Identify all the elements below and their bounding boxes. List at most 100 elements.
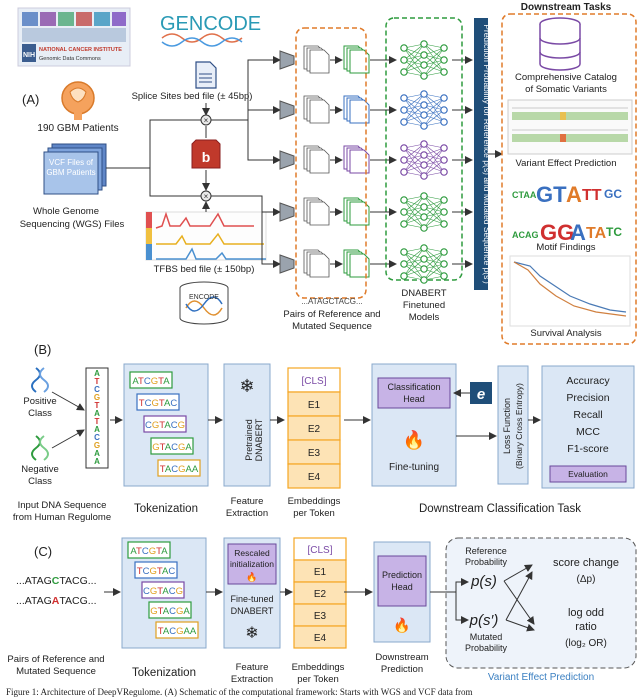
embedding-label: E4 [308, 472, 321, 483]
svg-text:e: e [477, 386, 485, 403]
network-node [400, 156, 408, 164]
metric-label: Precision [566, 392, 609, 404]
funnel-icon [279, 202, 295, 222]
catalog-label-1: Comprehensive Catalog [515, 72, 617, 83]
wgs-label-2: Sequencing (WGS) Files [20, 219, 125, 230]
log-odd-label-2: ratio [575, 621, 596, 633]
network-edge [423, 147, 445, 166]
network-node [400, 118, 408, 126]
sequence-letter: T [95, 417, 100, 426]
network-node [420, 101, 428, 109]
log-odd-label-1: log odd [568, 607, 604, 619]
pairs-c-label-1: Pairs of Reference and [7, 654, 104, 665]
mut-prob-label-1: Mutated [470, 632, 503, 642]
network-edge [423, 199, 445, 229]
embedding-label: E1 [314, 567, 327, 578]
network-edge [423, 199, 445, 218]
embedding-cell [287, 463, 341, 489]
network-edge [403, 143, 425, 173]
embedding-label: E4 [314, 633, 327, 644]
motif-logo-graphic: CTAA GT A TT GC ACAG GG A TA TC [512, 182, 622, 245]
seq-file-icon [309, 201, 330, 226]
input-label-2: from Human Regulome [13, 512, 111, 523]
network-node [440, 144, 448, 152]
dnabert-label-1: DNABERT [401, 288, 446, 299]
network-node [400, 94, 408, 102]
pairs-dashed-box [295, 27, 367, 299]
network-node [420, 72, 428, 80]
funnel-icon [279, 100, 295, 120]
catalog-label-2: of Somatic Variants [525, 84, 607, 95]
evaluation-label: Evaluation [568, 469, 608, 479]
network-edge [423, 251, 445, 281]
emb-label-1-b: Embeddings [288, 496, 341, 507]
embedding-label: [CLS] [307, 545, 332, 556]
connector [51, 391, 85, 411]
sequence-letter: A [94, 425, 100, 434]
network-node [440, 106, 448, 114]
metric-label: F1-score [567, 443, 609, 455]
connector [455, 592, 469, 624]
positive-label-2: Class [28, 408, 52, 419]
sequence-letter: C [94, 385, 100, 394]
connector [247, 106, 281, 120]
kmer-label: ATCGTA [130, 546, 168, 557]
network-edge [423, 258, 445, 277]
network-edge [403, 251, 425, 270]
embedding-label: [CLS] [301, 376, 326, 387]
connector [247, 120, 281, 164]
seq-file-icon [349, 253, 370, 278]
vcf-label: VCF Files of GBM Patients [46, 158, 96, 177]
network-node [420, 172, 428, 180]
log-odd-formula: (log₂ OR) [565, 638, 607, 649]
tokenization-label-b: Tokenization [134, 503, 198, 515]
embedding-label: E2 [308, 424, 321, 435]
network-edge [403, 43, 425, 61]
sequence-letter: G [94, 441, 100, 450]
finetuned-label-1: Fine-tuned [230, 594, 273, 604]
input-label-1: Input DNA Sequence [18, 500, 107, 511]
network-node [400, 106, 408, 114]
svg-text:×: × [204, 192, 209, 201]
network-edge [403, 195, 425, 225]
network-node [440, 168, 448, 176]
network-node [420, 51, 428, 59]
network-node [420, 140, 428, 148]
rescaled-label-1: Rescaled [234, 548, 270, 558]
network-node [420, 90, 428, 98]
kmer-box [143, 415, 187, 433]
down-label-2: Prediction [381, 664, 423, 675]
kmer-label: CGTACG [143, 586, 183, 597]
loss-function-box [497, 365, 529, 485]
network-node [400, 44, 408, 52]
finetuned-label-2: DNABERT [231, 606, 274, 616]
panel-c: (C) ...ATAGCTACG... ...ATAGATACG... Pair… [7, 537, 637, 685]
loss-label-2: (Binary Cross Entropy) [514, 383, 524, 469]
sequence-letter: A [94, 369, 100, 378]
network-node [440, 44, 448, 52]
pred-head-label-1: Prediction [382, 570, 422, 580]
pairs-label-2: Mutated Sequence [292, 321, 372, 332]
network-node [400, 220, 408, 228]
tfbs-label: TFBS bed file (± 150bp) [154, 264, 255, 275]
svg-text:b: b [202, 149, 211, 165]
emb-label-1-c: Embeddings [292, 662, 345, 673]
metric-label: Recall [573, 409, 602, 421]
network-node [420, 151, 428, 159]
embedding-cell [287, 367, 341, 393]
pretrained-label-2: DNABERT [254, 418, 264, 461]
brain-head-icon [61, 81, 95, 120]
svg-text:GC: GC [604, 187, 622, 201]
network-edge [423, 47, 445, 66]
seq-file-icon [309, 149, 330, 174]
network-edge [423, 97, 445, 116]
kmer-box [157, 459, 201, 477]
network-node [440, 68, 448, 76]
negative-label-2: Class [28, 476, 52, 487]
embedding-cell [293, 625, 347, 649]
wgs-label-1: Whole Genome [33, 206, 99, 217]
network-edge [423, 93, 445, 111]
network-edge [403, 195, 425, 213]
